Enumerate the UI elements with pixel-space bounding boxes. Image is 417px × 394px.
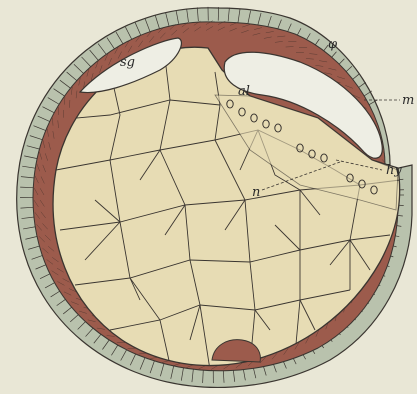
label-al: al <box>238 84 250 99</box>
label-m: m <box>402 93 414 108</box>
label-sg: sg <box>120 55 135 70</box>
label-phi: φ <box>328 37 338 52</box>
label-hy: hy <box>386 163 402 178</box>
label-n: n <box>252 185 260 200</box>
